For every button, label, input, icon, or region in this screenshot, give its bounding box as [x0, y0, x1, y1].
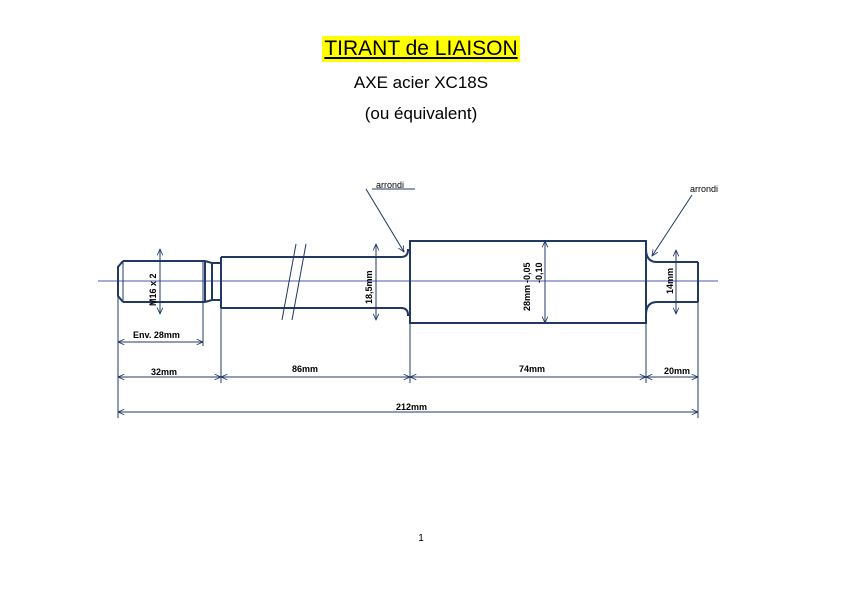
leader-right [652, 194, 693, 256]
leader-left [365, 188, 404, 252]
equivalent-subtitle: (ou équivalent) [364, 104, 478, 123]
title-wrap: TIRANT de LIAISON [0, 36, 842, 62]
thread-engagement-label: Env. 28mm [133, 330, 180, 340]
length-collar-label: 74mm [519, 364, 545, 374]
page-number: 1 [418, 533, 424, 544]
end-diameter-label: 14mm [665, 268, 675, 294]
page-title: TIRANT de LIAISON [322, 36, 520, 62]
annotation-arrondi-left: arrondi [376, 180, 404, 190]
length-shaft-label: 86mm [292, 364, 318, 374]
collar-section [409, 240, 647, 324]
thread-label: M16 x 2 [148, 273, 158, 306]
length-total-label: 212mm [396, 402, 427, 412]
annotation-arrondi-right: arrondi [690, 184, 718, 194]
length-thread-label: 32mm [151, 367, 177, 377]
length-end-label: 20mm [664, 366, 690, 376]
collar-tolerance-lower: -0,10 [534, 262, 544, 283]
thread-section [117, 260, 213, 303]
material-subtitle: AXE acier XC18S [353, 73, 489, 92]
collar-tolerance-upper: -0,05 [522, 262, 532, 283]
end-section [645, 248, 699, 316]
shaft-section [220, 243, 410, 321]
thread-neck [212, 262, 221, 301]
shaft-diameter-label: 18,5mm [364, 270, 374, 304]
collar-diameter-label: 28mm [522, 285, 532, 311]
